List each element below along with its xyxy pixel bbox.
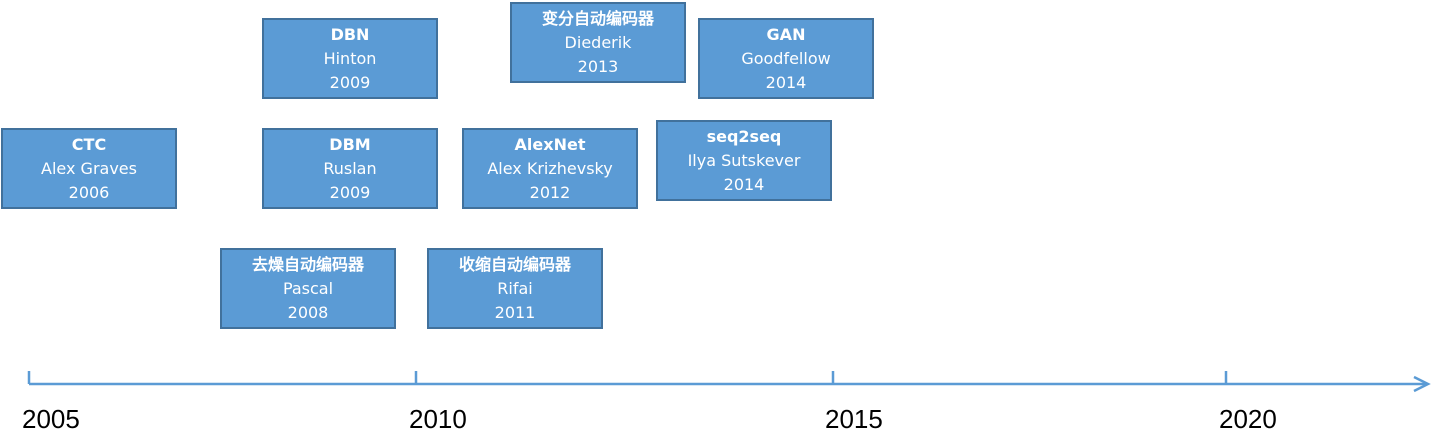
milestone-seq2seq: seq2seq Ilya Sutskever 2014 bbox=[656, 120, 832, 201]
milestone-year: 2013 bbox=[577, 56, 619, 76]
milestone-author: Hinton bbox=[323, 48, 377, 68]
milestone-year: 2009 bbox=[329, 72, 371, 92]
milestone-denoising-ae: 去燥自动编码器 Pascal 2008 bbox=[220, 248, 396, 329]
milestone-contractive-ae: 收缩自动编码器 Rifai 2011 bbox=[427, 248, 603, 329]
milestone-title: seq2seq bbox=[706, 126, 782, 146]
milestone-gan: GAN Goodfellow 2014 bbox=[698, 18, 874, 99]
milestone-dbm: DBM Ruslan 2009 bbox=[262, 128, 438, 209]
milestone-author: Alex Graves bbox=[41, 158, 137, 178]
tick-label-2020: 2020 bbox=[1219, 404, 1277, 434]
milestone-title: 去燥自动编码器 bbox=[251, 254, 364, 274]
milestone-year: 2006 bbox=[68, 182, 110, 202]
milestone-year: 2014 bbox=[723, 174, 765, 194]
milestone-title: DBM bbox=[329, 134, 371, 154]
milestone-year: 2012 bbox=[529, 182, 571, 202]
milestone-author: Ilya Sutskever bbox=[687, 150, 801, 170]
milestone-title: DBN bbox=[330, 24, 370, 44]
milestone-title: AlexNet bbox=[514, 134, 586, 154]
milestone-year: 2011 bbox=[494, 302, 536, 322]
milestone-author: Ruslan bbox=[323, 158, 377, 178]
milestone-year: 2009 bbox=[329, 182, 371, 202]
milestone-title: GAN bbox=[766, 24, 806, 44]
milestone-vae: 变分自动编码器 Diederik 2013 bbox=[510, 2, 686, 83]
milestone-title: CTC bbox=[71, 134, 107, 154]
milestone-author: Alex Krizhevsky bbox=[487, 158, 613, 178]
axis-arrowhead bbox=[1413, 375, 1431, 393]
milestone-year: 2014 bbox=[765, 72, 807, 92]
milestone-title: 收缩自动编码器 bbox=[458, 254, 571, 274]
tick-label-2015: 2015 bbox=[825, 404, 883, 434]
milestone-author: Rifai bbox=[497, 278, 533, 298]
milestone-author: Goodfellow bbox=[741, 48, 831, 68]
milestone-alexnet: AlexNet Alex Krizhevsky 2012 bbox=[462, 128, 638, 209]
milestone-author: Pascal bbox=[282, 278, 334, 298]
tick-label-2005: 2005 bbox=[22, 404, 80, 434]
milestone-year: 2008 bbox=[287, 302, 329, 322]
milestone-ctc: CTC Alex Graves 2006 bbox=[1, 128, 177, 209]
tick-label-2010: 2010 bbox=[409, 404, 467, 434]
milestone-title: 变分自动编码器 bbox=[541, 8, 654, 28]
milestone-author: Diederik bbox=[564, 32, 632, 52]
milestone-dbn: DBN Hinton 2009 bbox=[262, 18, 438, 99]
